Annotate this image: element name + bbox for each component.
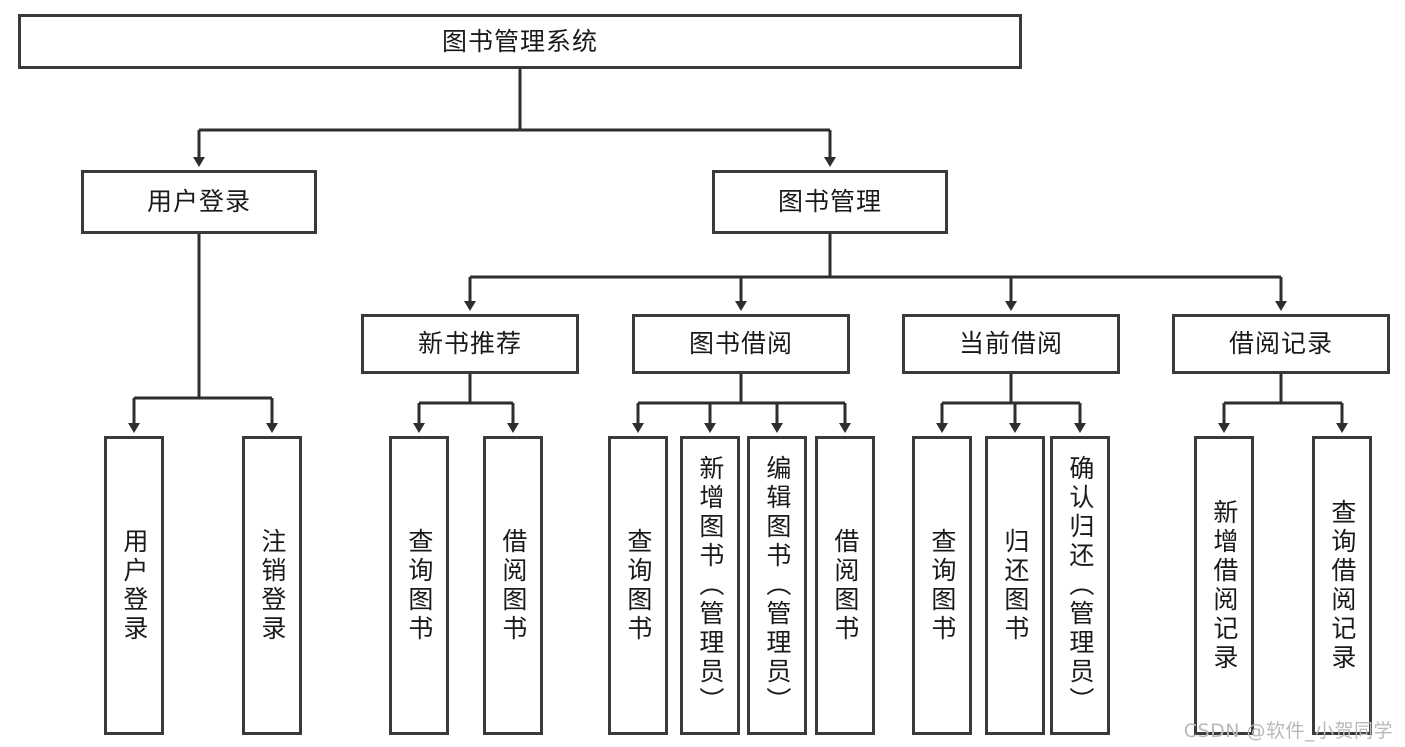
leaf-label: 新增借阅记录 xyxy=(1209,498,1239,673)
leaf-user-login[interactable]: 用户登录 xyxy=(104,436,164,735)
node-user-login[interactable]: 用户登录 xyxy=(81,170,317,234)
leaf-label: 借阅图书 xyxy=(498,527,528,644)
leaf-label: 查询借阅记录 xyxy=(1327,498,1357,673)
node-root[interactable]: 图书管理系统 xyxy=(18,14,1022,69)
leaf-label: 编辑图书（管理员） xyxy=(762,455,792,716)
leaf-edit-book-admin[interactable]: 编辑图书（管理员） xyxy=(747,436,807,735)
node-book-borrow[interactable]: 图书借阅 xyxy=(632,314,850,374)
leaf-logout-login[interactable]: 注销登录 xyxy=(242,436,302,735)
leaf-label: 用户登录 xyxy=(119,527,149,644)
node-new-book-recommend[interactable]: 新书推荐 xyxy=(361,314,579,374)
node-borrow-record[interactable]: 借阅记录 xyxy=(1172,314,1390,374)
leaf-query-book-borrow[interactable]: 查询图书 xyxy=(608,436,668,735)
leaf-label: 注销登录 xyxy=(257,527,287,644)
watermark-text: CSDN @软件_小贺同学 xyxy=(1183,720,1393,742)
leaf-add-borrow-record[interactable]: 新增借阅记录 xyxy=(1194,436,1254,735)
leaf-query-book-current[interactable]: 查询图书 xyxy=(912,436,972,735)
leaf-label: 归还图书 xyxy=(1000,527,1030,644)
leaf-label: 借阅图书 xyxy=(830,527,860,644)
leaf-label: 查询图书 xyxy=(623,527,653,644)
node-book-manage[interactable]: 图书管理 xyxy=(712,170,948,234)
node-current-borrow[interactable]: 当前借阅 xyxy=(902,314,1120,374)
leaf-borrow-book[interactable]: 借阅图书 xyxy=(815,436,875,735)
leaf-label: 确认归还（管理员） xyxy=(1065,455,1095,716)
leaf-return-book[interactable]: 归还图书 xyxy=(985,436,1045,735)
leaf-label: 查询图书 xyxy=(927,527,957,644)
leaf-label: 新增图书（管理员） xyxy=(695,455,725,716)
leaf-confirm-return-admin[interactable]: 确认归还（管理员） xyxy=(1050,436,1110,735)
leaf-borrow-book-recommend[interactable]: 借阅图书 xyxy=(483,436,543,735)
leaf-add-book-admin[interactable]: 新增图书（管理员） xyxy=(680,436,740,735)
leaf-label: 查询图书 xyxy=(404,527,434,644)
leaf-query-borrow-record[interactable]: 查询借阅记录 xyxy=(1312,436,1372,735)
leaf-query-book-recommend[interactable]: 查询图书 xyxy=(389,436,449,735)
